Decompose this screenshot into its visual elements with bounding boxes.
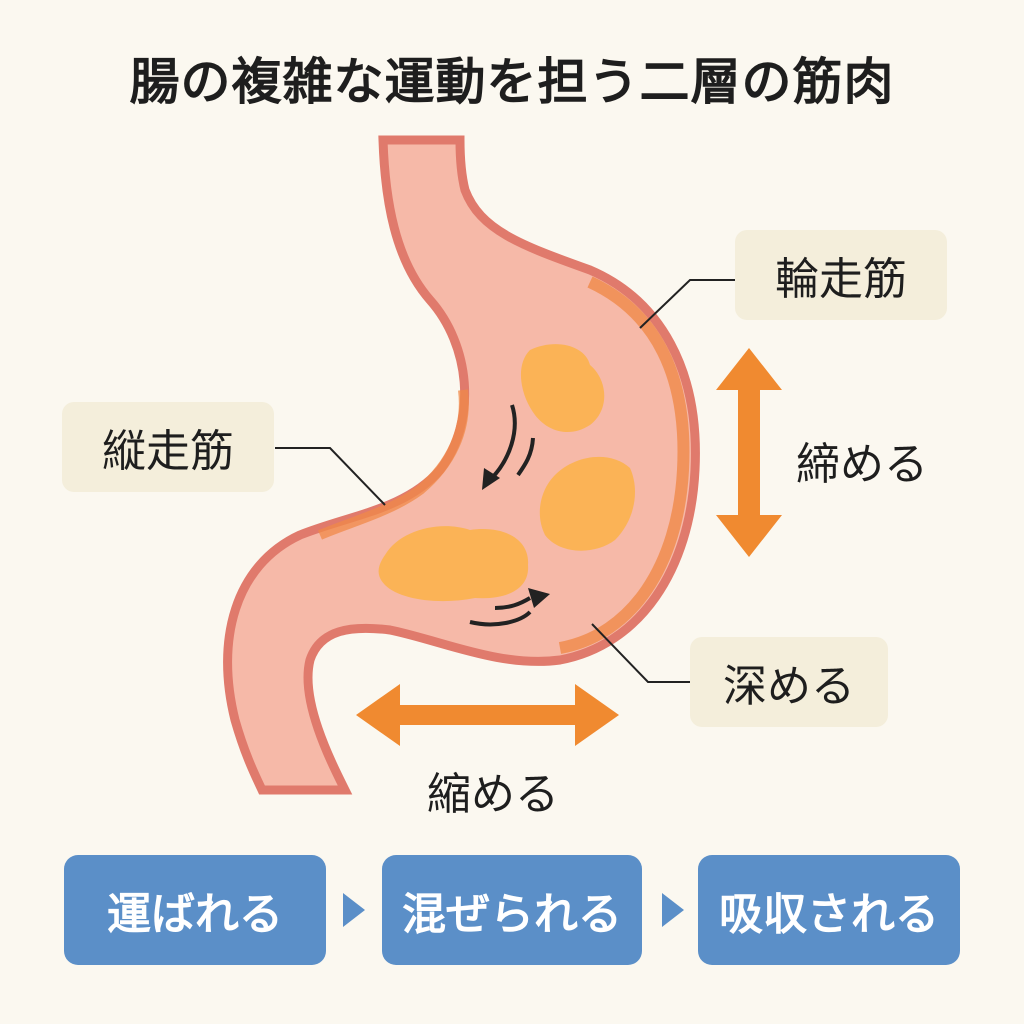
arrow-double-icon [716, 348, 782, 557]
label-tighten: 締める [796, 439, 928, 490]
step-mixed: 混ぜられる [382, 855, 642, 965]
label-contract: 縮める [427, 769, 559, 820]
circular-muscle-layer [558, 276, 690, 654]
leader-line-circular [639, 279, 735, 329]
food-blob [520, 344, 605, 433]
stomach [223, 135, 700, 795]
food-blob [378, 526, 529, 602]
motion-arrow [494, 596, 532, 610]
label-circular-muscle: 輪走筋 [735, 230, 947, 320]
motion-arrow [469, 610, 532, 627]
triangle-right-icon [662, 893, 684, 927]
page-title: 腸の複雑な運動を担う二層の筋肉 [129, 53, 895, 111]
arrow-head [482, 468, 500, 490]
label-longitudinal-muscle: 縦走筋 [62, 402, 274, 492]
leader-line-longitudinal [275, 447, 386, 506]
label-deepen: 深める [690, 637, 888, 727]
step-absorbed: 吸収される [698, 855, 960, 965]
leader-line-deepen [591, 623, 690, 683]
motion-arrow [516, 437, 535, 477]
arrow-double-icon [356, 684, 619, 746]
motion-arrow [488, 404, 517, 482]
arrow-head [528, 588, 550, 608]
food-blob [539, 456, 635, 551]
longitudinal-muscle-layer [318, 389, 469, 540]
step-transported: 運ばれる [64, 855, 326, 965]
triangle-right-icon [343, 893, 365, 927]
